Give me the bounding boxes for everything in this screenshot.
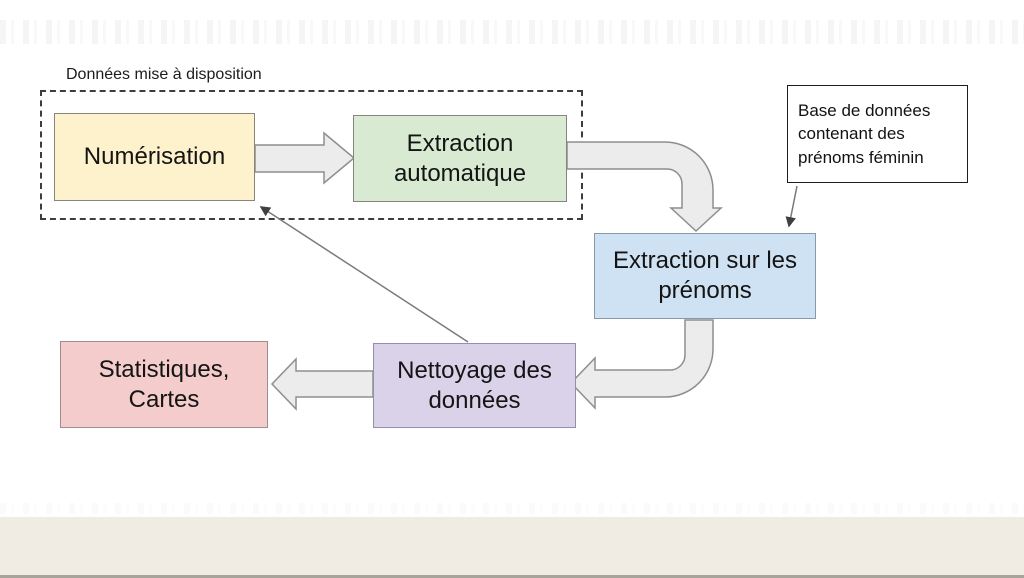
bottom-bar bbox=[0, 517, 1024, 578]
node-label: Extraction automatique bbox=[393, 129, 527, 187]
annotation-box[interactable]: Base de données contenant des prénoms fé… bbox=[787, 85, 968, 183]
annotation-label: Base de données contenant des prénoms fé… bbox=[798, 100, 931, 167]
node-extraction-automatique[interactable]: Extraction automatique bbox=[353, 115, 567, 202]
arrow-annotation-to-prenoms bbox=[785, 185, 798, 228]
node-statistiques-cartes[interactable]: Statistiques, Cartes bbox=[60, 341, 268, 428]
group-label: Données mise à disposition bbox=[66, 66, 262, 83]
node-label: Numérisation bbox=[83, 143, 226, 170]
node-nettoyage-donnees[interactable]: Nettoyage des données bbox=[373, 343, 576, 428]
node-label: Extraction sur les prénoms bbox=[612, 247, 798, 304]
node-numerisation[interactable]: Numérisation bbox=[54, 113, 255, 201]
lower-artifact-band bbox=[0, 503, 1024, 514]
top-artifact-band bbox=[0, 20, 1024, 44]
arrow-nettoyage-to-numerisation bbox=[259, 206, 469, 343]
arrow-numerisation-to-extraction bbox=[254, 131, 356, 185]
node-extraction-prenoms[interactable]: Extraction sur les prénoms bbox=[594, 233, 816, 319]
node-label: Statistiques, Cartes bbox=[98, 355, 230, 413]
arrow-extraction-to-prenoms bbox=[566, 141, 723, 233]
arrow-prenoms-to-nettoyage bbox=[569, 319, 714, 410]
arrow-nettoyage-to-statistiques bbox=[270, 357, 374, 411]
node-label: Nettoyage des données bbox=[397, 356, 552, 414]
